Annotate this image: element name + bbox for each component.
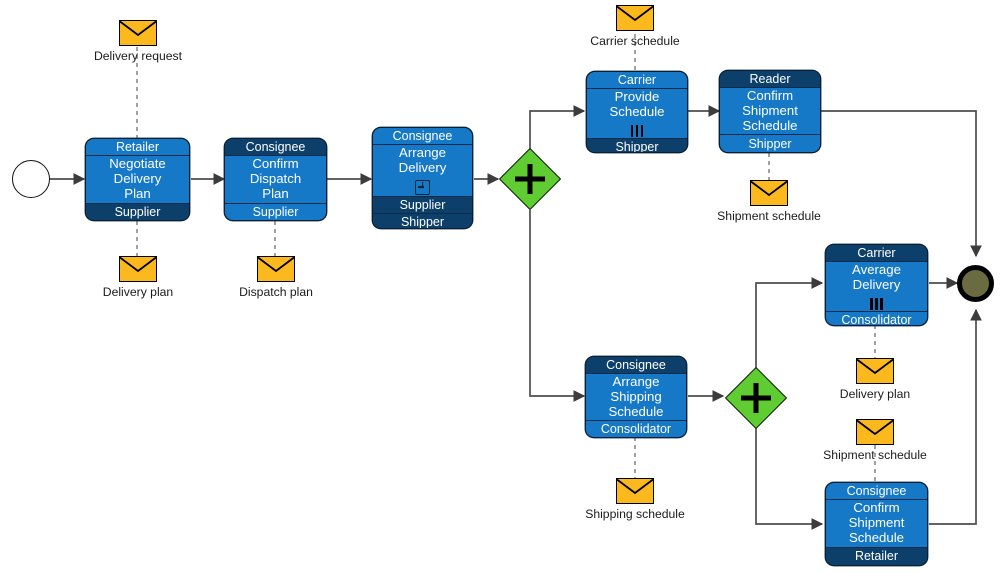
task-name: Arrange Shipping Schedule	[608, 374, 664, 419]
task-confirm-dispatch-plan[interactable]: Consignee Confirm Dispatch Plan Supplier	[224, 138, 327, 221]
task-body: Average Delivery	[826, 261, 927, 311]
data-object-label: Delivery plan	[102, 285, 174, 299]
data-object-label: Shipment schedule	[823, 448, 927, 462]
envelope-icon	[119, 256, 157, 282]
data-object-label: Delivery request	[93, 49, 183, 63]
data-object-delivery-plan-2[interactable]: Delivery plan	[825, 358, 925, 401]
task-bottom-role: Shipper	[587, 137, 687, 152]
data-object-shipping-schedule[interactable]: Shipping schedule	[578, 478, 692, 521]
task-body: Arrange Shipping Schedule	[586, 373, 686, 421]
task-bottom-role: Supplier	[373, 195, 472, 213]
task-name: Confirm Dispatch Plan	[249, 156, 302, 201]
envelope-icon	[616, 5, 654, 31]
task-body: Arrange Delivery	[373, 144, 472, 196]
flow-gw2-to-t7	[755, 277, 824, 368]
task-bottom-role-2: Shipper	[373, 212, 472, 228]
task-negotiate-delivery-plan[interactable]: Retailer Negotiate Delivery Plan Supplie…	[85, 138, 190, 221]
task-body: Confirm Dispatch Plan	[225, 155, 326, 203]
end-event[interactable]	[957, 265, 994, 302]
task-bottom-role: Supplier	[86, 202, 189, 220]
data-object-shipment-schedule-2[interactable]: Shipment schedule	[816, 419, 934, 462]
task-top-role: Reader	[720, 71, 820, 87]
envelope-icon	[856, 358, 894, 384]
task-bottom-role: Supplier	[225, 202, 326, 220]
envelope-icon	[856, 419, 894, 445]
task-top-role: Carrier	[826, 245, 927, 261]
task-name: Confirm Shipment Schedule	[848, 500, 905, 545]
envelope-icon	[750, 180, 788, 206]
task-body: Provide Schedule	[587, 88, 687, 138]
gateway-parallel-split-2[interactable]	[724, 366, 788, 430]
sequence-flows	[49, 105, 982, 530]
plus-icon-horizontal	[741, 395, 771, 401]
task-body: Confirm Shipment Schedule	[720, 87, 820, 135]
subprocess-expand-icon[interactable]	[415, 179, 430, 195]
data-object-label: Shipping schedule	[585, 507, 685, 521]
task-name: Average Delivery	[852, 262, 901, 292]
task-name: Confirm Shipment Schedule	[742, 88, 798, 133]
task-arrange-delivery[interactable]: Consignee Arrange Delivery Supplier Ship…	[372, 127, 473, 229]
flow-gw1-to-t6	[529, 210, 586, 402]
data-associations	[136, 34, 876, 482]
task-bottom-role: Consolidator	[586, 420, 686, 437]
task-bottom-role: Shipper	[720, 134, 820, 152]
flow-t8-to-end	[929, 308, 982, 525]
task-name: Provide Schedule	[609, 89, 665, 119]
task-name: Negotiate Delivery Plan	[109, 156, 166, 201]
task-name: Arrange Delivery	[398, 145, 447, 175]
task-top-role: Retailer	[86, 139, 189, 156]
data-object-label: Delivery plan	[839, 387, 911, 401]
data-object-label: Carrier schedule	[590, 34, 680, 48]
multi-instance-icon	[870, 297, 883, 310]
task-provide-schedule[interactable]: Carrier Provide Schedule Shipper	[586, 71, 688, 153]
task-confirm-shipment-schedule-retailer[interactable]: Consignee Confirm Shipment Schedule Reta…	[825, 482, 928, 566]
gateway-parallel-split[interactable]	[498, 147, 562, 211]
envelope-icon	[257, 256, 295, 282]
data-object-carrier-schedule[interactable]: Carrier schedule	[580, 5, 690, 48]
task-body: Confirm Shipment Schedule	[826, 499, 927, 547]
task-top-role: Carrier	[587, 72, 687, 88]
task-top-role: Consignee	[225, 139, 326, 156]
flow-gw2-to-t8	[755, 428, 824, 530]
task-top-role: Consignee	[586, 357, 686, 373]
data-object-delivery-plan-1[interactable]: Delivery plan	[88, 256, 188, 299]
multi-instance-icon	[630, 124, 644, 137]
data-object-shipment-schedule-1[interactable]: Shipment schedule	[710, 180, 828, 223]
flow-gw1-to-t4	[529, 105, 586, 150]
task-top-role: Consignee	[826, 483, 927, 500]
data-object-label: Dispatch plan	[239, 285, 313, 299]
data-object-label: Shipment schedule	[717, 209, 821, 223]
task-arrange-shipping-schedule[interactable]: Consignee Arrange Shipping Schedule Cons…	[585, 356, 687, 438]
plus-icon-horizontal	[515, 176, 545, 182]
task-bottom-role: Retailer	[826, 546, 927, 565]
start-event[interactable]	[12, 160, 50, 198]
envelope-icon	[616, 478, 654, 504]
envelope-icon	[119, 20, 157, 46]
task-top-role: Consignee	[373, 128, 472, 144]
task-body: Negotiate Delivery Plan	[86, 155, 189, 203]
data-object-dispatch-plan[interactable]: Dispatch plan	[226, 256, 326, 299]
flow-t5-to-end	[821, 110, 982, 258]
task-bottom-role: Consolidator	[826, 310, 927, 325]
task-average-delivery[interactable]: Carrier Average Delivery Consolidator	[825, 244, 928, 326]
task-confirm-shipment-schedule-reader[interactable]: Reader Confirm Shipment Schedule Shipper	[719, 70, 821, 153]
data-object-delivery-request[interactable]: Delivery request	[88, 20, 188, 63]
